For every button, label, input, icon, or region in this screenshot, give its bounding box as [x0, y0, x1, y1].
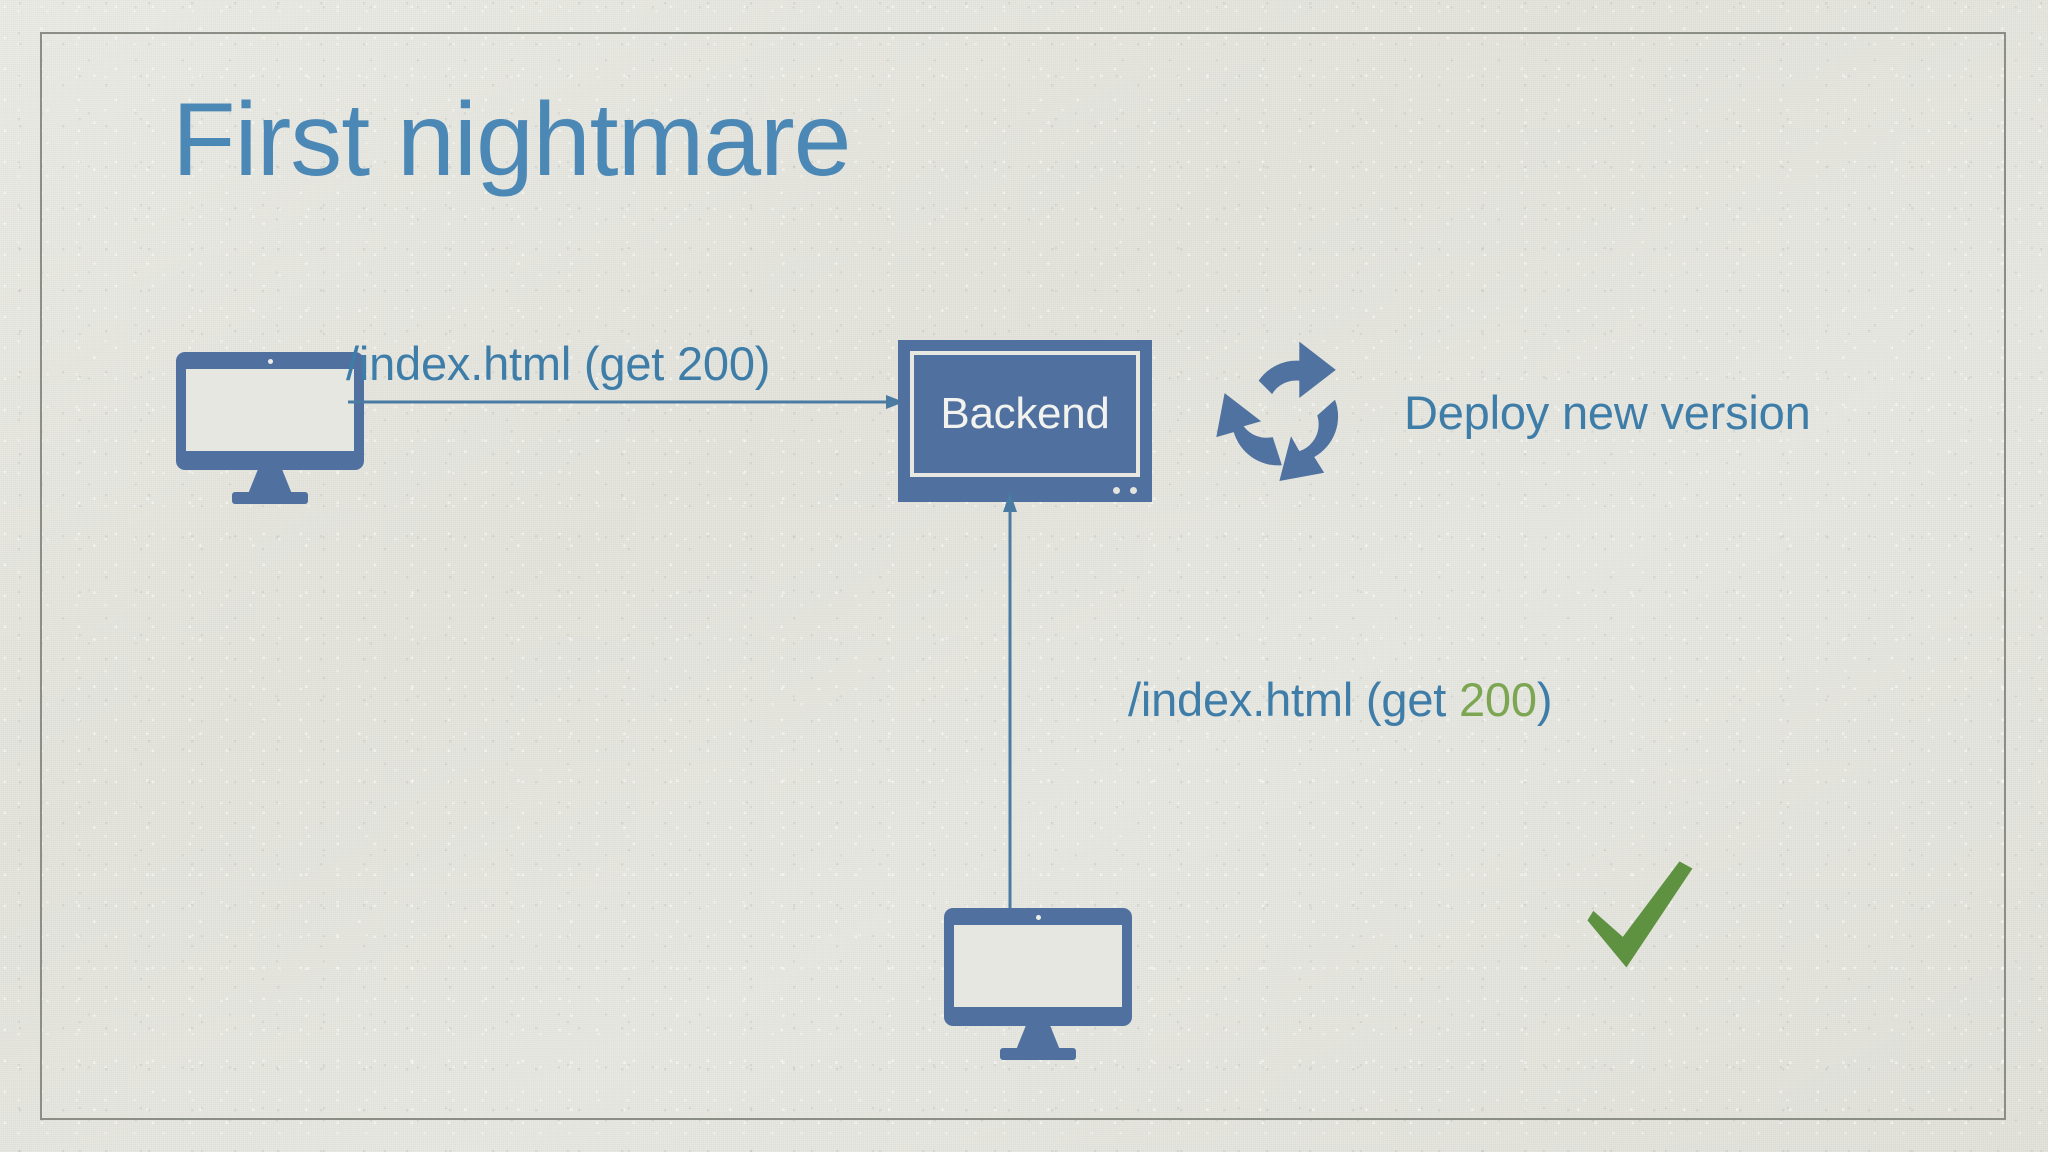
server-led-dot-2	[1130, 487, 1137, 494]
vertical-up-arrow	[1003, 492, 1017, 908]
monitor-camera-dot	[1035, 915, 1041, 920]
desktop-monitor-icon	[176, 352, 364, 504]
server-led-dot-1	[1113, 487, 1120, 494]
backend-label: Backend	[940, 389, 1110, 438]
monitor-screen	[186, 369, 354, 451]
backend-server-icon: Backend	[898, 340, 1152, 502]
page-title: First nightmare	[172, 82, 852, 198]
recycle-refresh-icon	[1216, 341, 1339, 482]
green-checkmark-icon	[1587, 861, 1693, 968]
monitor-neck	[1016, 1026, 1060, 1050]
desktop-monitor-icon-bottom	[944, 908, 1132, 1060]
request-suffix: )	[1536, 673, 1553, 726]
bottom-request-label: /index.html (get 200)	[1128, 672, 1552, 727]
horizontal-right-arrow	[348, 395, 904, 409]
top-request-label: /index.html (get 200)	[346, 337, 771, 390]
status-code-200: 200	[1458, 673, 1537, 726]
monitor-neck	[248, 470, 292, 494]
monitor-foot	[232, 492, 308, 504]
deploy-label: Deploy new version	[1404, 386, 1811, 439]
monitor-bezel	[176, 352, 364, 470]
monitor-foot	[1000, 1048, 1076, 1060]
monitor-camera-dot	[267, 359, 273, 364]
monitor-bezel	[944, 908, 1132, 1026]
monitor-screen	[954, 925, 1122, 1007]
backend-inner-frame: Backend	[910, 351, 1140, 477]
request-prefix: /index.html (get	[1128, 673, 1459, 726]
